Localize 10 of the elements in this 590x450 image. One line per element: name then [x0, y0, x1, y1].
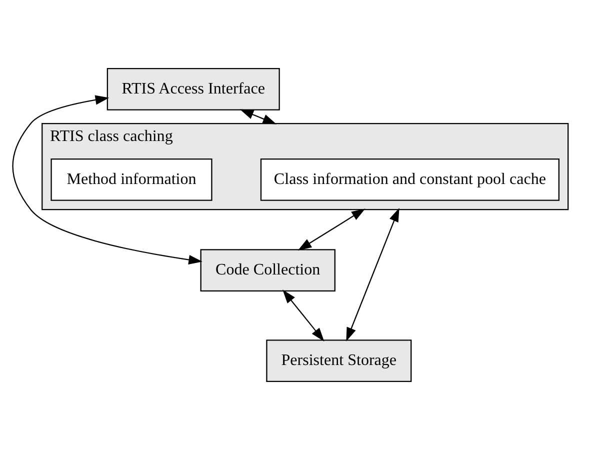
arrow — [240, 109, 277, 124]
node-box: Method information — [50, 158, 212, 201]
arrow — [12, 95, 202, 264]
arrow — [298, 208, 366, 250]
node-box: Class information and constant pool cache — [260, 158, 560, 201]
arrow — [282, 290, 324, 342]
node-box: Persistent Storage — [266, 340, 412, 382]
node-box: RTIS Access Interface — [106, 68, 280, 110]
node-box: Code Collection — [200, 249, 336, 292]
arrow — [346, 208, 400, 342]
